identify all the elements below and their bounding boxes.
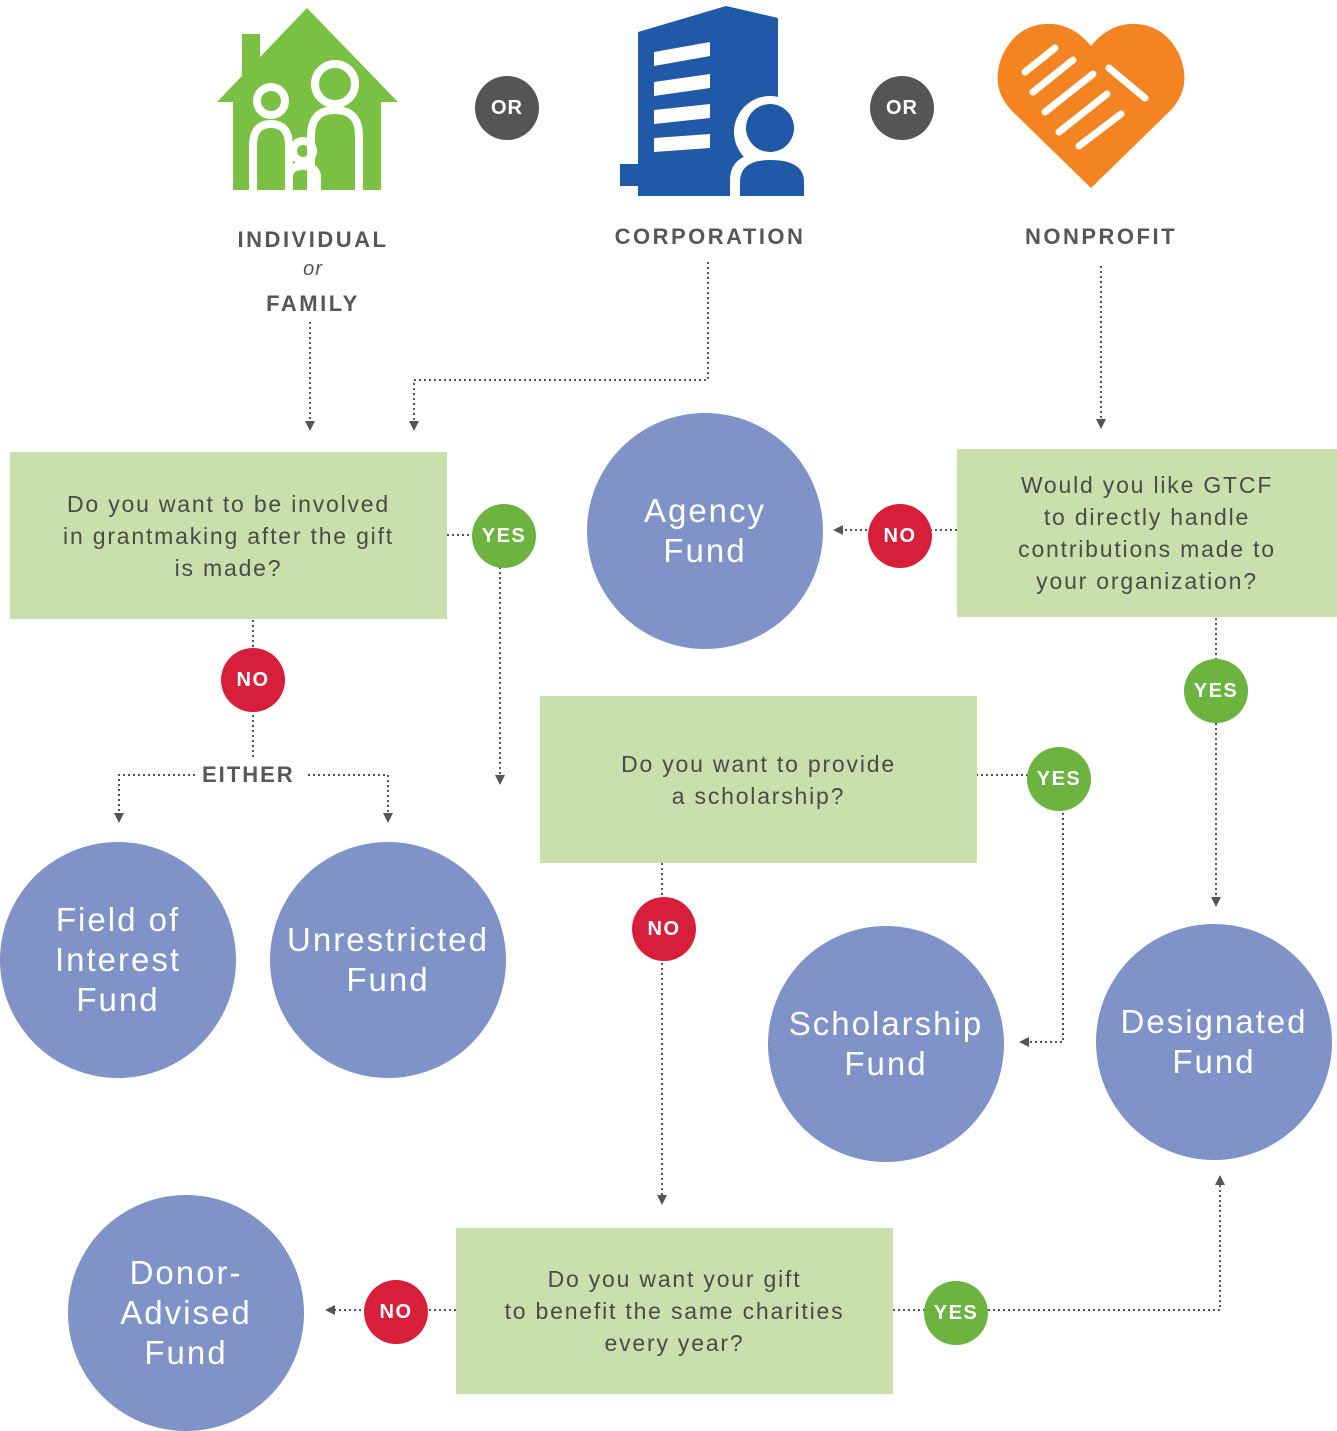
designated-fund-label: Designated Fund bbox=[1120, 1003, 1308, 1080]
individual-label: INDIVIDUAL bbox=[237, 227, 389, 252]
field-of-interest-fund-label: Field of Interest Fund bbox=[54, 901, 182, 1018]
question-gtcf-handle: Would you like GTCF to directly handle c… bbox=[957, 449, 1337, 617]
house-family-icon bbox=[217, 8, 398, 190]
designated-fund: Designated Fund bbox=[1096, 924, 1332, 1160]
question-grantmaking-text: Do you want to be involved in grantmakin… bbox=[63, 490, 394, 581]
scholarship-yes-badge: YES bbox=[1027, 747, 1091, 811]
agency-fund: Agency Fund bbox=[587, 413, 823, 649]
handshake-heart-icon bbox=[997, 23, 1185, 188]
gtcf-yes-badge: YES bbox=[1184, 659, 1248, 723]
gtcf-no-badge: NO bbox=[868, 504, 932, 568]
connector-scholarship-yes-to-scholarship-fund bbox=[976, 774, 1064, 1047]
connector-either-to-unrestricted bbox=[308, 774, 393, 823]
question-scholarship-text: Do you want to provide a scholarship? bbox=[621, 750, 896, 809]
donor-advised-fund-label: Donor- Advised Fund bbox=[120, 1254, 252, 1371]
connector-same-charities-yes-to-designated bbox=[893, 1175, 1225, 1311]
same-charities-yes-badge: YES bbox=[924, 1281, 988, 1345]
scholarship-no-badge: NO bbox=[632, 897, 696, 961]
connector-corporation-to-grantmaking bbox=[409, 262, 709, 431]
connector-grantmaking-yes-to-scholarship bbox=[447, 534, 505, 785]
or-badge-2: OR bbox=[870, 76, 934, 140]
unrestricted-fund-label: Unrestricted Fund bbox=[287, 921, 489, 998]
scholarship-fund-label: Scholarship Fund bbox=[788, 1005, 984, 1082]
individual-or-family-connector: or bbox=[303, 258, 323, 280]
corporation-label: CORPORATION bbox=[614, 224, 806, 249]
unrestricted-fund: Unrestricted Fund bbox=[270, 842, 506, 1078]
question-same-charities-text: Do you want your gift to benefit the sam… bbox=[504, 1266, 845, 1356]
connector-either-to-field-of-interest bbox=[114, 774, 200, 823]
either-label: EITHER bbox=[196, 762, 301, 788]
field-of-interest-fund: Field of Interest Fund bbox=[0, 842, 236, 1078]
question-scholarship: Do you want to provide a scholarship? bbox=[540, 696, 977, 863]
nonprofit-label: NONPROFIT bbox=[1024, 224, 1178, 249]
family-label: FAMILY bbox=[266, 291, 360, 316]
donor-advised-fund: Donor- Advised Fund bbox=[68, 1195, 304, 1431]
grantmaking-yes-badge: YES bbox=[472, 504, 536, 568]
question-same-charities: Do you want your gift to benefit the sam… bbox=[456, 1228, 893, 1394]
question-grantmaking: Do you want to be involved in grantmakin… bbox=[10, 452, 447, 619]
agency-fund-label: Agency Fund bbox=[643, 492, 767, 569]
or-badge-1: OR bbox=[475, 76, 539, 140]
question-gtcf-handle-text: Would you like GTCF to directly handle c… bbox=[1018, 472, 1276, 594]
grantmaking-no-badge: NO bbox=[221, 648, 285, 712]
same-charities-no-badge: NO bbox=[364, 1280, 428, 1344]
scholarship-fund: Scholarship Fund bbox=[768, 926, 1004, 1162]
office-building-person-icon bbox=[620, 6, 812, 196]
